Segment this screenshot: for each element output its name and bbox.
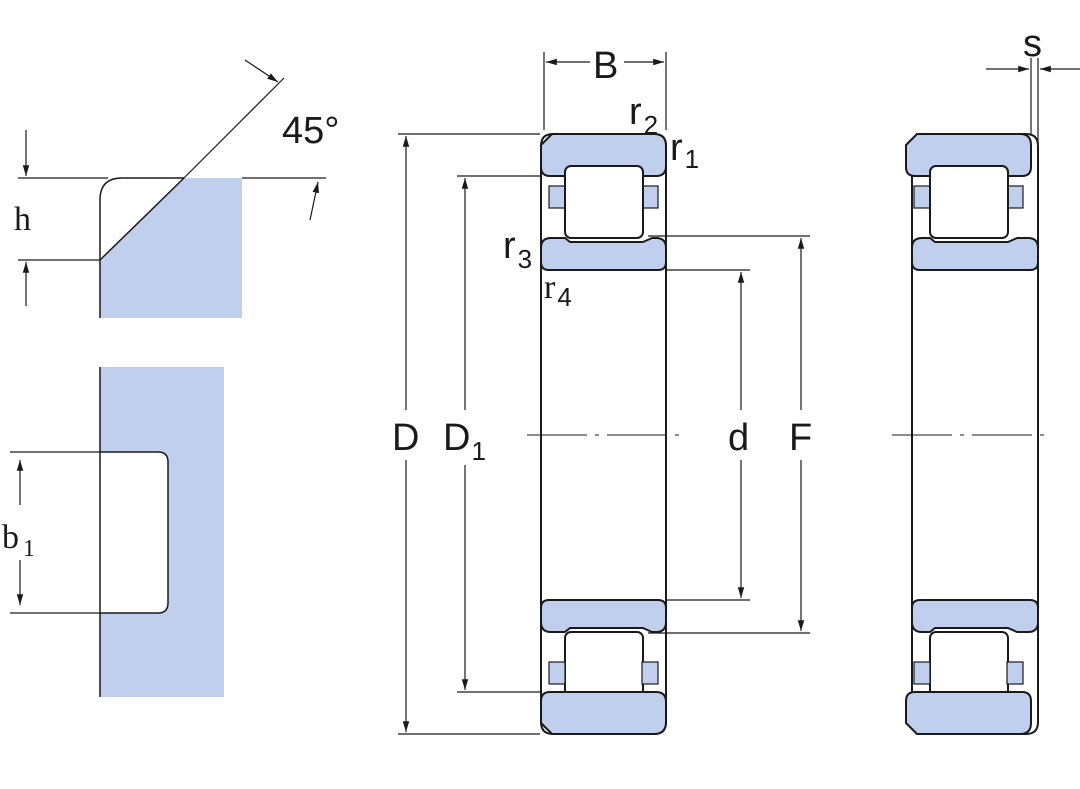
angle-label: 45° xyxy=(282,110,339,152)
D1-label: D1 xyxy=(443,417,486,466)
r3-label: r3 xyxy=(503,225,532,274)
d-label: d xyxy=(728,417,749,459)
bearing-section: B r2 r1 r3 r4 D D1 d F xyxy=(392,45,812,735)
r2-label: r2 xyxy=(629,91,658,140)
s-label: s xyxy=(1023,23,1042,65)
r4-label: r4 xyxy=(544,269,572,312)
B-label: B xyxy=(593,45,618,87)
D-label: D xyxy=(392,417,419,459)
h-label: h xyxy=(14,201,31,238)
r1-label: r1 xyxy=(670,127,699,174)
chamfer-detail: 45° h xyxy=(14,59,339,318)
bearing-offset-view: s xyxy=(892,23,1080,735)
F-label: F xyxy=(789,417,812,459)
